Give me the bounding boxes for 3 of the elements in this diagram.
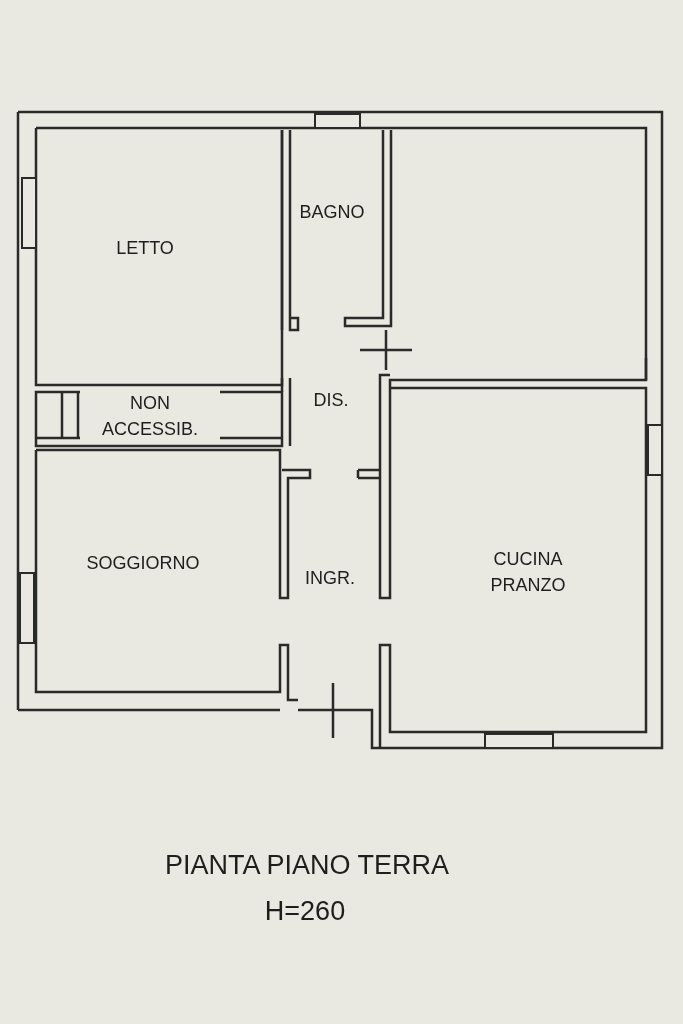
room-label: NON ACCESSIB. <box>80 390 220 442</box>
plan-title: PIANTA PIANO TERRA <box>163 849 451 882</box>
ceiling-height: H=260 <box>263 895 347 928</box>
